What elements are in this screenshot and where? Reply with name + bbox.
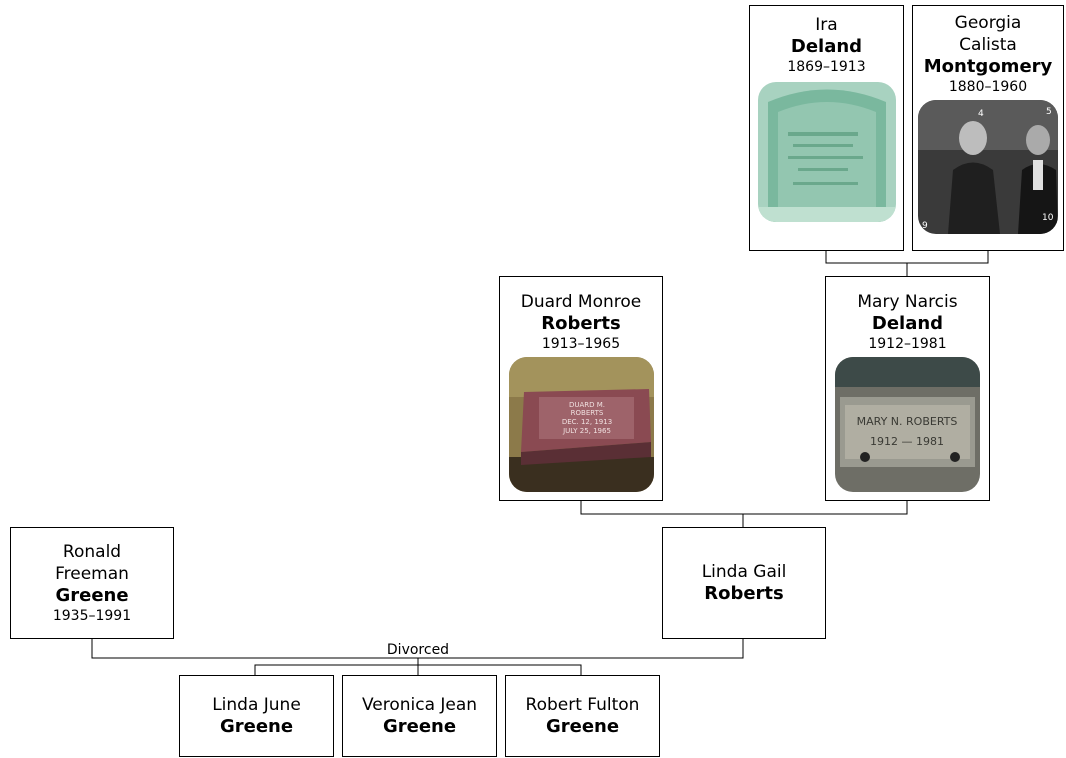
surname: Deland [790,36,863,57]
life-dates: 1912–1981 [868,336,947,352]
person-card-georgia-montgomery[interactable]: Georgia Calista Montgomery 1880–1960 4 5… [912,5,1064,251]
given-name: Linda June [212,695,301,715]
given-name: Linda Gail [701,562,787,582]
person-card-mary-deland[interactable]: Mary Narcis Deland 1912–1981 MARY N. ROB… [825,276,990,501]
person-card-linda-june-greene[interactable]: Linda June Greene [179,675,334,757]
headstone-line: 1912 — 1981 [870,435,944,448]
given-name: Mary Narcis [857,292,958,312]
person-card-duard-roberts[interactable]: Duard Monroe Roberts 1913–1965 DUARD M. … [499,276,663,501]
given-name-middle: Freeman [55,564,129,584]
given-name: Ira [815,15,838,35]
surname: Greene [382,716,457,737]
headstone-line: JULY 25, 1965 [562,427,611,435]
headstone-photo [757,82,896,222]
headstone-photo: MARY N. ROBERTS 1912 — 1981 [835,357,980,492]
surname: Deland [871,313,944,334]
headstone-photo: DUARD M. ROBERTS DEC. 12, 1913 JULY 25, … [508,357,654,492]
photo-number: 4 [978,109,984,119]
headstone-line: DEC. 12, 1913 [561,418,611,426]
photo-number: 5 [1046,107,1052,117]
life-dates: 1869–1913 [787,59,866,75]
person-card-ronald-greene[interactable]: Ronald Freeman Greene 1935–1991 [10,527,174,639]
headstone-line: ROBERTS [570,409,603,417]
surname: Greene [219,716,294,737]
surname: Greene [55,585,129,606]
given-name-first: Georgia [954,13,1022,33]
photo-number: 10 [1042,213,1054,223]
photo-number: 9 [922,221,928,231]
surname: Montgomery [923,56,1053,77]
headstone-line: MARY N. ROBERTS [857,415,958,428]
given-name: Veronica Jean [361,695,478,715]
given-name-middle: Calista [959,35,1017,55]
headstone-line: DUARD M. [568,401,604,409]
life-dates: 1880–1960 [948,79,1028,95]
surname: Roberts [541,313,621,334]
given-name-first: Ronald [62,542,122,562]
given-name: Duard Monroe [520,292,642,312]
surname: Roberts [704,583,784,604]
person-card-linda-gail-roberts[interactable]: Linda Gail Roberts [662,527,826,639]
family-group-photo: 4 5 9 10 [918,100,1058,234]
life-dates: 1935–1991 [52,608,132,624]
given-name: Robert Fulton [525,695,640,715]
divorced-label: Divorced [386,642,450,658]
surname: Greene [545,716,620,737]
person-card-robert-greene[interactable]: Robert Fulton Greene [505,675,660,757]
person-card-veronica-greene[interactable]: Veronica Jean Greene [342,675,497,757]
life-dates: 1913–1965 [541,336,621,352]
person-card-ira-deland[interactable]: Ira Deland 1869–1913 [749,5,904,251]
